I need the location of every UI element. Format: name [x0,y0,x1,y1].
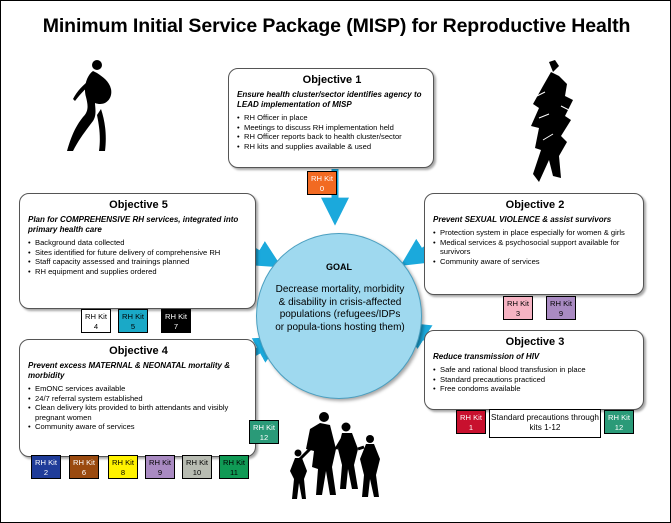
objective-3-list: Safe and rational blood transfusion in p… [433,365,637,394]
arrow-obj5-goal [250,241,282,268]
family-group-icon [290,412,380,499]
kit-number: 12 [259,432,269,442]
goal-circle: GOAL Decrease mortality, morbidity & dis… [256,233,422,399]
objective-1-title: Objective 1 [302,74,362,86]
kit-label: RH Kit [311,174,333,183]
list-item: Community aware of services [433,257,637,267]
kit-label: RH Kit [186,458,208,467]
kit-label: RH Kit [253,423,275,432]
list-item: Meetings to discuss RH implementation he… [237,123,427,133]
kit-label: RH Kit [85,312,107,321]
kit-label: RH Kit [122,312,144,321]
kit-number: 2 [43,467,49,477]
objective-4-subtitle: Prevent excess MATERNAL & NEONATAL morta… [28,361,230,380]
list-item: RH kits and supplies available & used [237,142,427,152]
page-title: Minimum Initial Service Package (MISP) f… [42,15,631,37]
kit-label: RH Kit [73,458,95,467]
kit-label: RH Kit [550,299,572,308]
kit-number: 3 [515,308,521,318]
kit-number: 8 [120,467,126,477]
kit-label: RH Kit [223,458,245,467]
list-item: Background data collected [28,238,249,248]
kit-number: 12 [614,422,624,432]
list-item: Free condoms available [433,384,637,394]
list-item: Medical services & psychosocial support … [433,238,637,257]
kit-label: RH Kit [149,458,171,467]
kit-number: 5 [130,321,136,331]
kit-number: 9 [157,467,163,477]
kit-label: RH Kit [35,458,57,467]
list-item: RH equipment and supplies ordered [28,267,249,277]
objective-3-title: Objective 3 [505,336,565,348]
standard-precautions-box: Standard precautions through kits 1-12 [489,409,601,438]
objective-5-list: Background data collected Sites identifi… [28,238,249,276]
list-item: 24/7 referral system established [28,394,249,404]
kit-label: RH Kit [507,299,529,308]
list-item: Protection system in place especially fo… [433,228,637,238]
objective-4-list: EmONC services available 24/7 referral s… [28,384,249,432]
objective-3-subtitle: Reduce transmission of HIV [433,352,540,361]
objective-5-subtitle: Plan for COMPREHENSIVE RH services, inte… [28,215,239,234]
kit-number: 9 [558,308,564,318]
objective-4-title: Objective 4 [109,345,168,357]
kit-number: 0 [319,183,325,193]
list-item: RH Officer in place [237,113,427,123]
kit-number: 11 [230,467,238,477]
kit-number: 7 [173,321,179,331]
list-item: Staff capacity assessed and trainings pl… [28,257,249,267]
kit-label: RH Kit [608,413,630,422]
objective-5-title: Objective 5 [109,199,168,211]
objective-2-subtitle: Prevent SEXUAL VIOLENCE & assist survivo… [433,215,612,224]
kit-number: 10 [192,467,202,477]
objective-1-box: Objective 1 Ensure health cluster/sector… [228,68,434,168]
woman-with-child-icon [531,60,573,182]
objective-4-box: Objective 4 Prevent excess MATERNAL & NE… [19,339,256,457]
list-item: Clean delivery kits provided to birth at… [28,403,249,422]
objective-2-box: Objective 2 Prevent SEXUAL VIOLENCE & as… [424,193,644,295]
list-item: EmONC services available [28,384,249,394]
goal-text: Decrease mortality, morbidity & disabili… [275,284,405,333]
kit-label: RH Kit [112,458,134,467]
kit-label: RH Kit [165,312,187,321]
list-item: Community aware of services [28,422,249,432]
objective-1-subtitle: Ensure health cluster/sector identifies … [237,90,422,109]
kit-number: 6 [81,467,87,477]
objective-2-title: Objective 2 [505,199,565,211]
objective-2-list: Protection system in place especially fo… [433,228,637,266]
kit-number: 1 [468,422,474,432]
objective-3-box: Objective 3 Reduce transmission of HIV S… [424,330,644,410]
kit-number: 4 [93,321,99,331]
list-item: Sites identified for future delivery of … [28,248,249,258]
list-item: Safe and rational blood transfusion in p… [433,365,637,375]
kit-label: RH Kit [460,413,482,422]
goal-title: GOAL [326,262,352,272]
objective-5-box: Objective 5 Plan for COMPREHENSIVE RH se… [19,193,256,309]
objective-1-list: RH Officer in place Meetings to discuss … [237,113,427,151]
pregnant-woman-icon [67,60,112,151]
list-item: Standard precautions practiced [433,375,637,385]
list-item: RH Officer reports back to health cluste… [237,132,427,142]
